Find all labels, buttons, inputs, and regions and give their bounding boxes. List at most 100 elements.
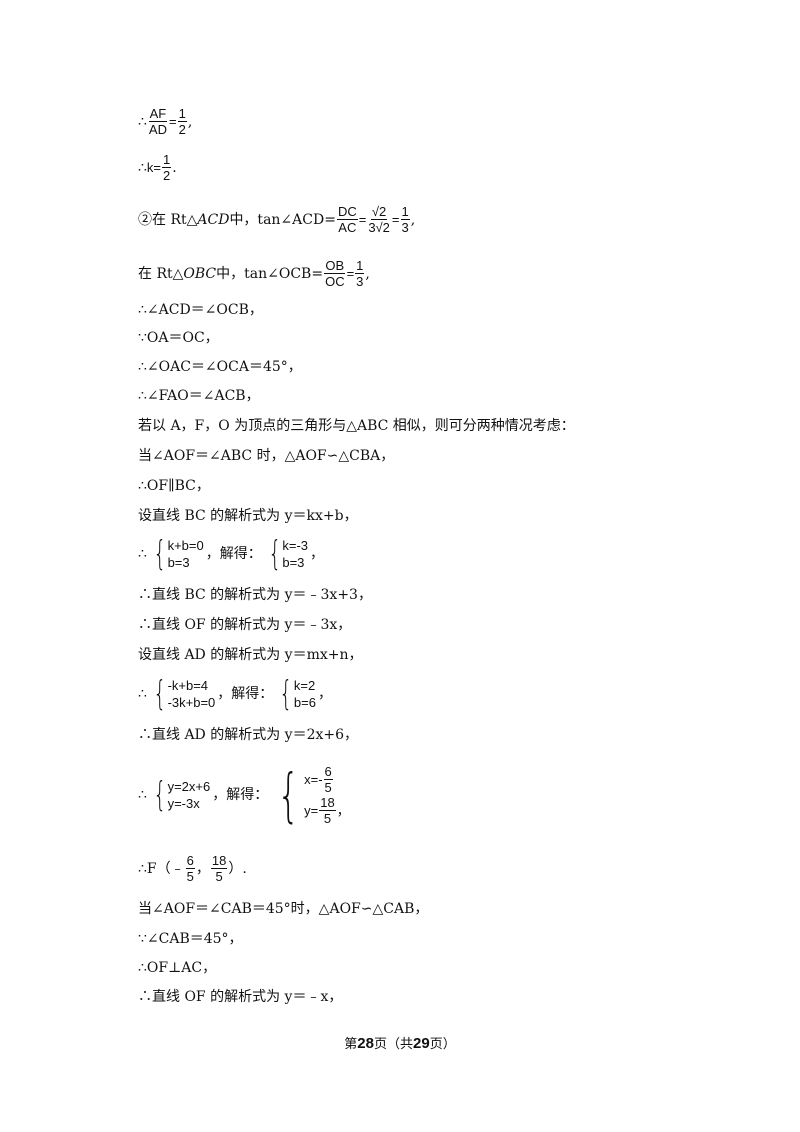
- punct: ，: [336, 802, 350, 818]
- footer-text: 页（共: [373, 1037, 413, 1052]
- punct: ,: [410, 211, 416, 228]
- text: ∴∠ACD＝∠OCB，: [138, 302, 263, 318]
- text: ∴OF⊥AC，: [138, 960, 217, 976]
- footer-text: 第: [344, 1037, 358, 1052]
- frac-den: 5: [324, 780, 332, 795]
- text: ∴∠OAC＝∠OCA＝45°，: [138, 359, 302, 375]
- brace: {: [153, 674, 167, 714]
- line-fao-acb: ∴∠FAO＝∠ACB，: [138, 386, 260, 406]
- frac-num: 18: [210, 853, 228, 869]
- equation-system: {-k+b=4-3k+b=0: [149, 677, 215, 711]
- equals: =: [391, 211, 400, 227]
- line-case-two: 当∠AOF＝∠CAB＝45°时，△AOF∽△CAB，: [138, 899, 428, 919]
- sqrt-two: √2: [375, 220, 390, 235]
- frac-num: AF: [148, 106, 168, 122]
- frac-den: OC: [325, 274, 345, 289]
- equation: k=-3: [282, 538, 309, 553]
- frac-den: 2: [163, 168, 171, 183]
- therefore-symbol: ∴: [138, 113, 147, 130]
- y-equals: y=: [304, 802, 319, 818]
- equals: =: [358, 211, 367, 227]
- equation: b=3: [167, 555, 190, 570]
- line-set-ad: 设直线 AD 的解析式为 y＝mx+n，: [138, 645, 363, 665]
- text: ，解得：: [212, 787, 269, 803]
- text: ∴直线 BC 的解析式为 y＝﹣3x+3，: [138, 587, 372, 603]
- line-set-bc: 设直线 BC 的解析式为 y＝kx+b，: [138, 506, 358, 526]
- line-of-result: ∴直线 OF 的解析式为 y＝﹣3x，: [138, 615, 351, 635]
- text: ∴直线 AD 的解析式为 y＝2x+6，: [138, 727, 359, 743]
- therefore-symbol: ∴: [138, 159, 147, 176]
- frac-den: 3√2: [367, 220, 391, 235]
- text: 在 Rt△: [138, 265, 184, 282]
- line-cab-45: ∵∠CAB＝45°，: [138, 929, 243, 949]
- punct: ）.: [228, 860, 247, 877]
- text: ∴F（﹣: [138, 860, 185, 877]
- frac-den: 3: [356, 274, 364, 289]
- frac-den: AD: [148, 122, 167, 137]
- frac-num: 18: [319, 795, 336, 811]
- text: 当∠AOF＝∠CAB＝45°时，△AOF∽△CAB，: [138, 901, 429, 917]
- system-rows: k=-3 b=3: [282, 537, 308, 571]
- frac-num: 1: [400, 204, 410, 220]
- equals: =: [346, 265, 355, 281]
- text: 中，tan∠OCB=: [216, 265, 324, 282]
- line-of-parallel-bc: ∴OF∥BC，: [138, 476, 210, 496]
- text: 中，tan∠ACD=: [229, 211, 336, 228]
- text: ∴直线 OF 的解析式为 y＝﹣3x，: [138, 617, 352, 633]
- punct: .: [172, 159, 177, 176]
- footer-text: 页）: [429, 1037, 456, 1052]
- frac-den: 5: [186, 869, 194, 884]
- frac-num: 1: [177, 106, 187, 122]
- frac-num: 6: [323, 764, 333, 780]
- line-ad-result: ∴直线 AD 的解析式为 y＝2x+6，: [138, 725, 358, 745]
- k-equals: k=: [146, 159, 162, 175]
- line-case-one: 当∠AOF＝∠ABC 时，△AOF∽△CBA，: [138, 446, 394, 466]
- text: ∴∠FAO＝∠ACB，: [138, 388, 260, 404]
- text: 设直线 AD 的解析式为 y＝mx+n，: [138, 647, 363, 663]
- line-of-result-2: ∴直线 OF 的解析式为 y＝﹣x，: [138, 987, 342, 1007]
- equation: b=6: [293, 695, 316, 710]
- frac-den: 5: [215, 869, 223, 884]
- line-oa-oc: ∵OA＝OC，: [138, 328, 219, 348]
- punct: ，: [310, 546, 325, 562]
- brace: {: [277, 761, 300, 829]
- x-equals: x=-: [304, 771, 323, 787]
- line-oac-45: ∴∠OAC＝∠OCA＝45°，: [138, 357, 302, 377]
- text: ∵∠CAB＝45°，: [138, 931, 243, 947]
- equation: y=2x+6: [167, 779, 211, 794]
- brace: {: [279, 674, 293, 714]
- text: ，解得：: [205, 546, 262, 562]
- equation: -3k+b=0: [167, 695, 216, 710]
- punct: ,: [187, 113, 193, 130]
- frac-num: 1: [355, 258, 365, 274]
- text: ②在 Rt△: [138, 211, 198, 228]
- line-angle-acd-ocb: ∴∠ACD＝∠OCB，: [138, 300, 263, 320]
- brace: {: [153, 534, 167, 574]
- page-footer: 第28页（共29页）: [0, 1033, 800, 1052]
- triangle-name: ACD: [197, 211, 230, 228]
- frac-den: 2: [178, 122, 186, 137]
- equation: b=3: [282, 555, 305, 570]
- frac-den: AC: [338, 220, 357, 235]
